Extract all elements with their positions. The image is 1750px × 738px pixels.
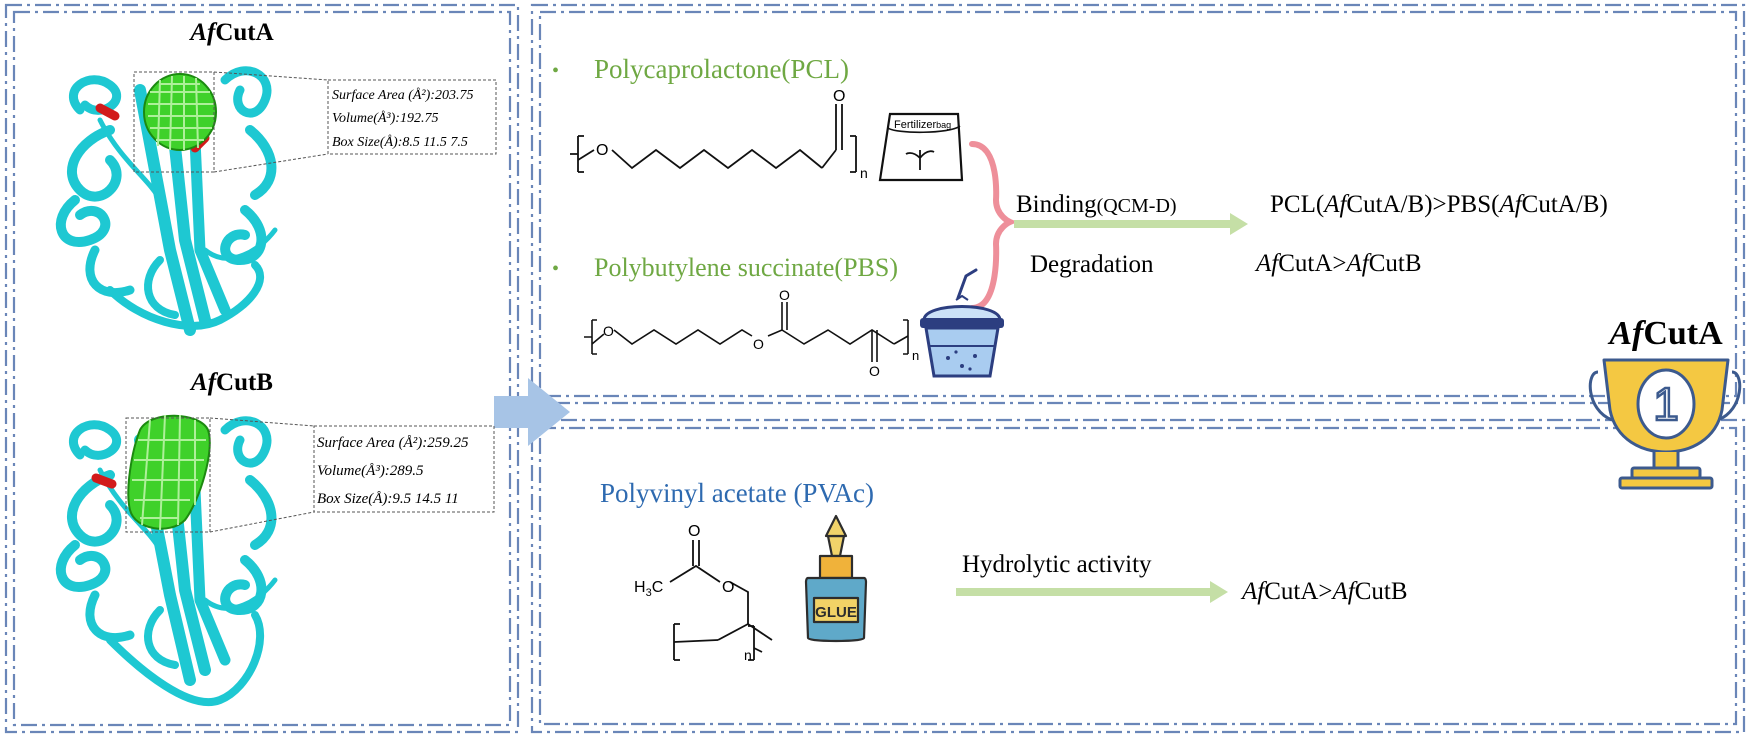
trophy-title: AfCutA [1607, 315, 1723, 352]
protein-a-surface-area: Surface Area (Å²):203.75 [332, 87, 473, 103]
fertilizer-bag-icon: Fertilizerbag [878, 112, 964, 182]
protein-a-box-size: Box Size(Å):8.5 11.5 7.5 [332, 134, 468, 150]
pcl-bullet: • [552, 60, 559, 82]
inner-frame-bottom [538, 426, 1738, 726]
pbs-oxygen-3: O [779, 287, 790, 303]
protein-a-pocket [143, 73, 217, 151]
pvac-n: n [744, 647, 752, 663]
protein-b-surface-area: Surface Area (Å²):259.25 [317, 435, 469, 451]
pvac-carbonyl-oxygen: O [688, 523, 700, 540]
hydrolytic-result: AfCutA>AfCutB [1240, 578, 1408, 605]
trophy-number: 1 [1653, 378, 1679, 430]
binding-label: Binding(QCM-D) [1016, 191, 1177, 218]
protein-a-info-box [327, 79, 497, 155]
glue-bottle-icon [804, 514, 868, 643]
pcl-carbonyl-oxygen: O [833, 88, 845, 105]
pcl-n: n [860, 165, 868, 181]
pbs-oxygen-1: O [603, 323, 614, 339]
pbs-bullet: • [552, 258, 559, 280]
protein-a-structure [55, 66, 278, 336]
big-arrow [494, 378, 570, 446]
pbs-n: n [912, 348, 919, 363]
protein-b-zoom-box [125, 417, 211, 533]
pbs-oxygen-4: O [869, 363, 880, 379]
protein-b-title: AfCutB [189, 369, 273, 396]
pcl-oxygen: O [596, 142, 608, 159]
pbs-label: Polybutylene succinate(PBS) [594, 253, 898, 282]
protein-a-volume: Volume(Å³):192.75 [332, 110, 438, 126]
cup-icon [920, 268, 1004, 378]
protein-a-title: AfCutA [188, 19, 273, 46]
glue-label: GLUE [815, 604, 857, 621]
protein-a-zoom-box [133, 71, 215, 173]
hydrolytic-arrow [956, 581, 1228, 603]
inner-frame-left [12, 10, 512, 727]
fertilizer-bag-label: Fertilizerbag [894, 119, 951, 131]
outer-frame-bottom [530, 418, 1746, 734]
pbs-oxygen-2: O [753, 336, 764, 352]
degradation-label: Degradation [1030, 251, 1154, 278]
binding-result: PCL(AfCutA/B)>PBS(AfCutA/B) [1270, 191, 1608, 218]
pvac-label: Polyvinyl acetate (PVAc) [600, 478, 874, 508]
brace [969, 141, 1018, 311]
pvac-structure [669, 540, 773, 661]
protein-b-pocket [127, 414, 211, 531]
degradation-result: AfCutA>AfCutB [1254, 250, 1422, 277]
outer-frame-top [530, 3, 1746, 405]
binding-arrow [1014, 213, 1248, 235]
protein-b-volume: Volume(Å³):289.5 [317, 463, 424, 479]
trophy-icon [1588, 358, 1742, 490]
protein-b-box-size: Box Size(Å):9.5 14.5 11 [317, 491, 459, 507]
pcl-structure [570, 104, 857, 173]
pcl-label: Polycaprolactone(PCL) [594, 54, 849, 84]
outer-frame-left [4, 3, 520, 734]
pbs-structure [584, 302, 909, 362]
pvac-methyl: H3C [634, 579, 663, 599]
inner-frame-top [538, 10, 1738, 398]
hydrolytic-label: Hydrolytic activity [962, 551, 1152, 578]
pvac-ester-oxygen: O [722, 579, 734, 596]
protein-b-info-box [313, 425, 495, 513]
frames [4, 3, 1746, 734]
